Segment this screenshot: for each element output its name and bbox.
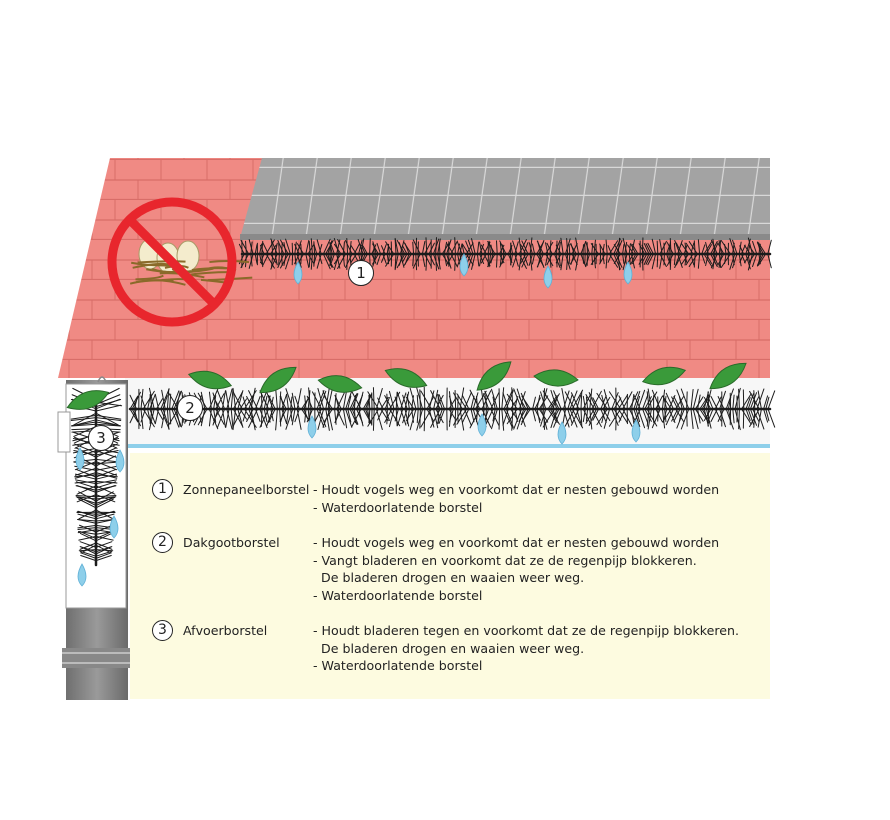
water-drop-icon [477,413,487,437]
legend-line: De bladeren drogen en waaien weer weg. [313,640,585,656]
no-bird-nest-icon [107,197,253,327]
water-drop-icon [77,563,87,587]
water-drop-icon [109,515,119,539]
legend-item-name: Zonnepaneelborstel [183,482,310,497]
leaf-icon [533,369,579,387]
leaf-icon [709,362,747,390]
legend-item-description: - Houdt bladeren tegen en voorkomt dat z… [313,622,760,675]
water-drop-icon [293,261,303,285]
legend-item-name: Afvoerborstel [183,623,268,638]
legend-number: 1 [152,479,173,500]
legend-number: 3 [152,620,173,641]
legend-item-gutter: 2 Dakgootborstel - Houdt vogels weg en v… [152,532,760,604]
leaf-icon [317,375,363,393]
legend-item-downpipe: 3 Afvoerborstel - Houdt bladeren tegen e… [152,620,760,675]
legend-item-description: - Houdt vogels weg en voorkomt dat er ne… [313,481,760,516]
legend-line: De bladeren drogen en waaien weer weg. [313,570,585,585]
label-solar-brush: 1 [348,260,374,286]
label-downpipe-brush: 3 [88,425,114,451]
legend-line: - Waterdoorlatende borstel [313,499,483,515]
water-drop-icon [307,415,317,439]
legend-line: - Houdt vogels weg en voorkomt dat er ne… [313,535,720,550]
legend-line: - Waterdoorlatende borstel [313,658,483,673]
water-drop-icon [543,265,553,289]
legend-line: - Vangt bladeren en voorkomt dat ze de r… [313,552,697,568]
leaf-icon [384,368,428,388]
water-drop-icon [623,261,633,285]
water-drop-icon [557,421,567,445]
leaf-icon [66,390,110,410]
solar-panel [240,158,770,238]
water-drop-icon [75,447,85,471]
legend-item-description: - Houdt vogels weg en voorkomt dat er ne… [313,534,760,604]
water-drop-icon [459,253,469,277]
legend-item-solar: 1 Zonnepaneelborstel - Houdt vogels weg … [152,479,760,516]
leaf-icon [259,366,297,394]
water-drop-icon [115,449,125,473]
leaf-icon [187,370,233,390]
leaf-icon [476,361,512,391]
leaf-icon [641,366,687,386]
legend-line: - Houdt vogels weg en voorkomt dat er ne… [313,482,720,497]
legend-panel: 1 Zonnepaneelborstel - Houdt vogels weg … [130,453,770,699]
label-gutter-brush: 2 [177,395,203,421]
legend-item-name: Dakgootborstel [183,535,280,550]
legend-number: 2 [152,532,173,553]
water-drop-icon [631,419,641,443]
legend-line: - Waterdoorlatende borstel [313,587,483,603]
legend-line: - Houdt bladeren tegen en voorkomt dat z… [313,623,740,638]
solar-panel-brush [238,237,772,271]
